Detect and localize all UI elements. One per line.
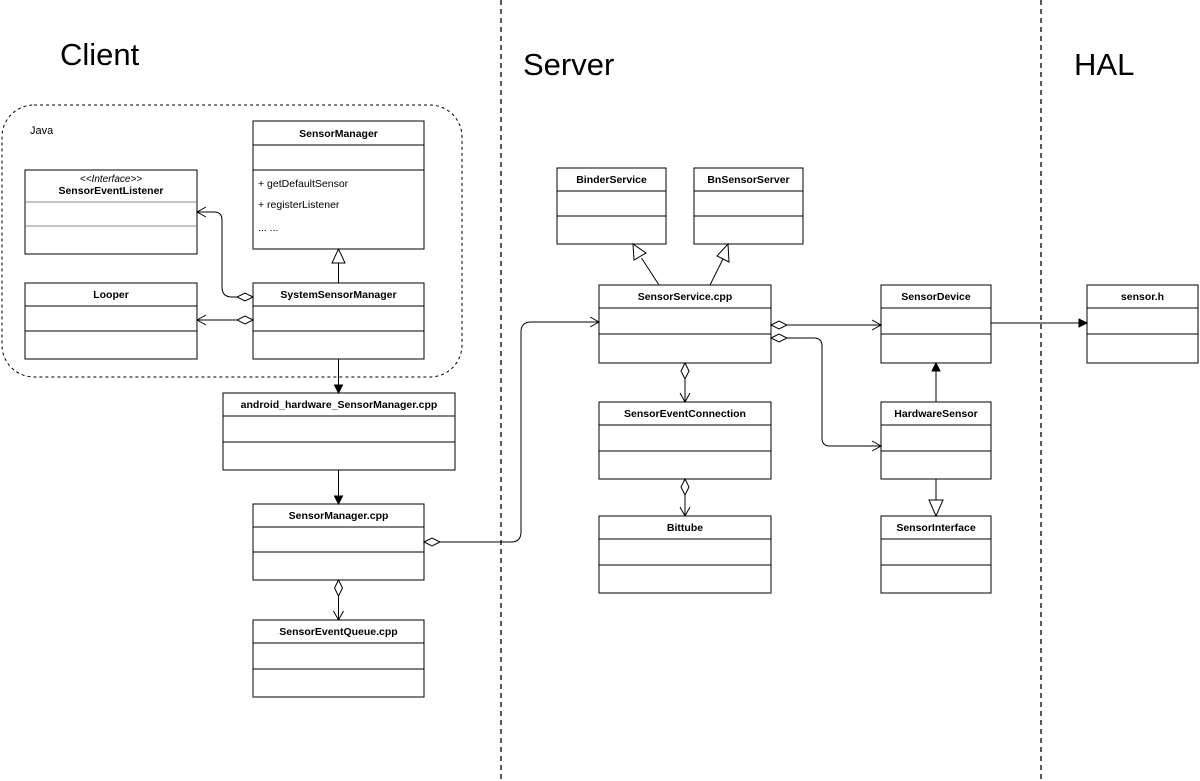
class-sensor-interface[interactable]: SensorInterface — [880, 515, 992, 594]
class-name: sensor.h — [1121, 291, 1164, 303]
relation-generalization-system-to-sensor-manager — [331, 247, 346, 283]
class-looper[interactable]: Looper — [24, 282, 198, 360]
section-title-hal: HAL — [1074, 47, 1134, 82]
relation-dependency-hardware-sensor-to-device — [931, 361, 941, 402]
class-name: SensorManager.cpp — [289, 510, 389, 522]
section-title-client: Client — [60, 37, 140, 72]
relation-aggregation-connection-to-bittube — [679, 477, 691, 518]
class-sensor-h[interactable]: sensor.h — [1086, 284, 1199, 364]
class-sensor-manager-cpp[interactable]: SensorManager.cpp — [252, 503, 425, 581]
java-package-label: Java — [30, 125, 54, 137]
class-name: android_hardware_SensorManager.cpp — [241, 399, 438, 411]
relation-generalization-service-to-binder — [632, 243, 660, 286]
relation-aggregation-manager-cpp-to-service — [422, 316, 601, 547]
method-ellipsis: ... ... — [258, 222, 278, 234]
class-name: SystemSensorManager — [280, 289, 396, 301]
class-sensor-event-listener[interactable]: <<Interface>> SensorEventListener — [24, 169, 198, 255]
relation-dependency-jni-to-sensor-manager-cpp — [333, 470, 344, 506]
class-bn-sensor-server[interactable]: BnSensorServer — [693, 167, 804, 245]
class-sensor-device[interactable]: SensorDevice — [880, 284, 992, 364]
class-binder-service[interactable]: BinderService — [556, 167, 667, 245]
relation-dependency-device-to-sensor-h — [991, 318, 1089, 328]
relation-dependency-system-to-jni — [333, 359, 344, 395]
class-name: Bittube — [667, 522, 703, 534]
relation-generalization-service-to-bn — [709, 242, 730, 286]
relation-aggregation-service-to-connection — [679, 361, 691, 404]
class-name: HardwareSensor — [894, 408, 977, 420]
class-name: Looper — [93, 289, 129, 301]
class-sensor-event-queue[interactable]: SensorEventQueue.cpp — [252, 619, 425, 698]
relation-aggregation-manager-cpp-to-queue — [333, 578, 344, 622]
method-get-default-sensor: + getDefaultSensor — [258, 178, 349, 190]
relation-aggregation-service-to-hardware-sensor — [769, 333, 883, 452]
class-name: SensorInterface — [896, 522, 976, 534]
class-name: SensorDevice — [901, 291, 971, 303]
relation-aggregation-service-to-device — [769, 319, 883, 331]
class-name: SensorService.cpp — [638, 291, 733, 303]
class-name: BnSensorServer — [707, 174, 789, 186]
class-bittube[interactable]: Bittube — [598, 515, 772, 594]
section-title-server: Server — [523, 47, 614, 82]
java-package — [1, 104, 463, 378]
method-register-listener: + registerListener — [258, 199, 340, 211]
class-sensor-service[interactable]: SensorService.cpp — [598, 284, 772, 364]
relation-aggregation-system-to-listener — [195, 206, 255, 302]
class-system-sensor-manager[interactable]: SystemSensorManager — [252, 282, 425, 360]
class-name: BinderService — [576, 174, 647, 186]
class-name: SensorEventQueue.cpp — [279, 626, 397, 638]
class-name: SensorEventListener — [58, 185, 163, 197]
class-name: SensorEventConnection — [624, 408, 746, 420]
class-sensor-manager[interactable]: SensorManager + getDefaultSensor + regis… — [252, 120, 425, 250]
relation-generalization-hardware-sensor-to-interface — [928, 479, 944, 518]
class-sensor-event-connection[interactable]: SensorEventConnection — [598, 401, 772, 480]
class-name: SensorManager — [299, 128, 378, 140]
class-stereotype: <<Interface>> — [80, 174, 142, 185]
class-hardware-sensor[interactable]: HardwareSensor — [880, 401, 992, 480]
class-android-hardware-sensor-manager[interactable]: android_hardware_SensorManager.cpp — [222, 392, 456, 471]
relation-aggregation-system-to-looper — [195, 314, 255, 326]
